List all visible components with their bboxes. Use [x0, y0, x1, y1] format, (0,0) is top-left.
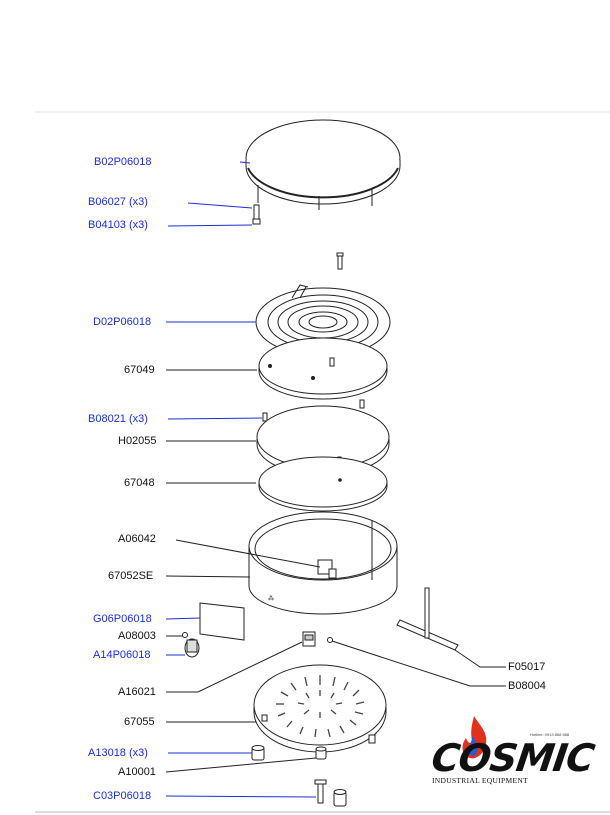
leader-b08004 — [331, 640, 506, 687]
logo-subtitle: INDUSTRIAL EQUIPMENT — [432, 776, 528, 785]
leader-67052se — [165, 575, 251, 578]
label-c03p06018: C03P06018 — [93, 790, 152, 802]
rod-f05017 — [396, 587, 459, 651]
leader-g06p06018 — [165, 617, 201, 620]
label-a10001: A10001 — [118, 766, 156, 778]
vent-slots — [276, 675, 365, 738]
leader-b02p06018 — [239, 161, 251, 164]
label-a08003: A08003 — [118, 630, 156, 642]
svg-text:⁂: ⁂ — [268, 596, 274, 602]
label-67048: 67048 — [124, 477, 155, 489]
body-housing-67052se: ⁂ — [248, 511, 398, 615]
label-b08021: B08021 (x3) — [88, 413, 148, 425]
screw-c03p06018 — [314, 779, 347, 807]
label-a13018: A13018 (x3) — [88, 747, 148, 759]
screws-b08021 — [262, 399, 365, 422]
label-a06042: A06042 — [118, 533, 156, 545]
leader-a06042 — [175, 539, 321, 568]
leader-b08021 — [167, 417, 263, 420]
label-d02p06018: D02P06018 — [93, 316, 152, 328]
screw-top-element — [336, 252, 344, 270]
label-f05017: F05017 — [508, 661, 546, 673]
label-a14p06018: A14P06018 — [93, 649, 151, 661]
plate-67049 — [258, 337, 388, 400]
label-b08004: B08004 — [508, 680, 546, 692]
heating-element-coil — [255, 284, 391, 357]
label-g06p06018: G06P06018 — [93, 613, 152, 625]
top-lid-plate — [245, 119, 401, 210]
label-b04103: B04103 (x3) — [88, 219, 148, 231]
label-b06027: B06027 (x3) — [88, 196, 148, 208]
leader-b04103 — [167, 224, 253, 227]
plate-67048 — [258, 456, 388, 512]
label-b02p06018: B02P06018 — [94, 156, 152, 168]
label-67049: 67049 — [124, 364, 155, 376]
label-67055: 67055 — [124, 716, 155, 728]
leader-b06027 — [187, 202, 253, 209]
cosmic-logo: COSMIC Hotline: 0913 868 888 INDUSTRIAL … — [428, 716, 600, 798]
label-h02055: H02055 — [118, 435, 157, 447]
screws-b06027 — [252, 204, 261, 225]
logo-brand-text: COSMIC — [428, 736, 597, 780]
leader-f05017 — [454, 649, 506, 668]
leader-a16021 — [166, 641, 303, 693]
label-a16021: A16021 — [118, 686, 156, 698]
leader-a10001 — [165, 757, 317, 773]
gasket-g06p06018 — [199, 602, 245, 641]
knob-a14p06018 — [182, 632, 200, 658]
label-67052se: 67052SE — [108, 570, 154, 582]
flame-icon — [462, 716, 487, 759]
base-plate-67055 — [253, 664, 387, 753]
feet-a13018 — [251, 745, 327, 761]
leader-c03p06018 — [165, 795, 317, 798]
leader-lines — [165, 161, 506, 798]
thermostat-a16021 — [302, 631, 333, 647]
logo-tagline: Hotline: 0913 868 888 — [530, 732, 570, 737]
